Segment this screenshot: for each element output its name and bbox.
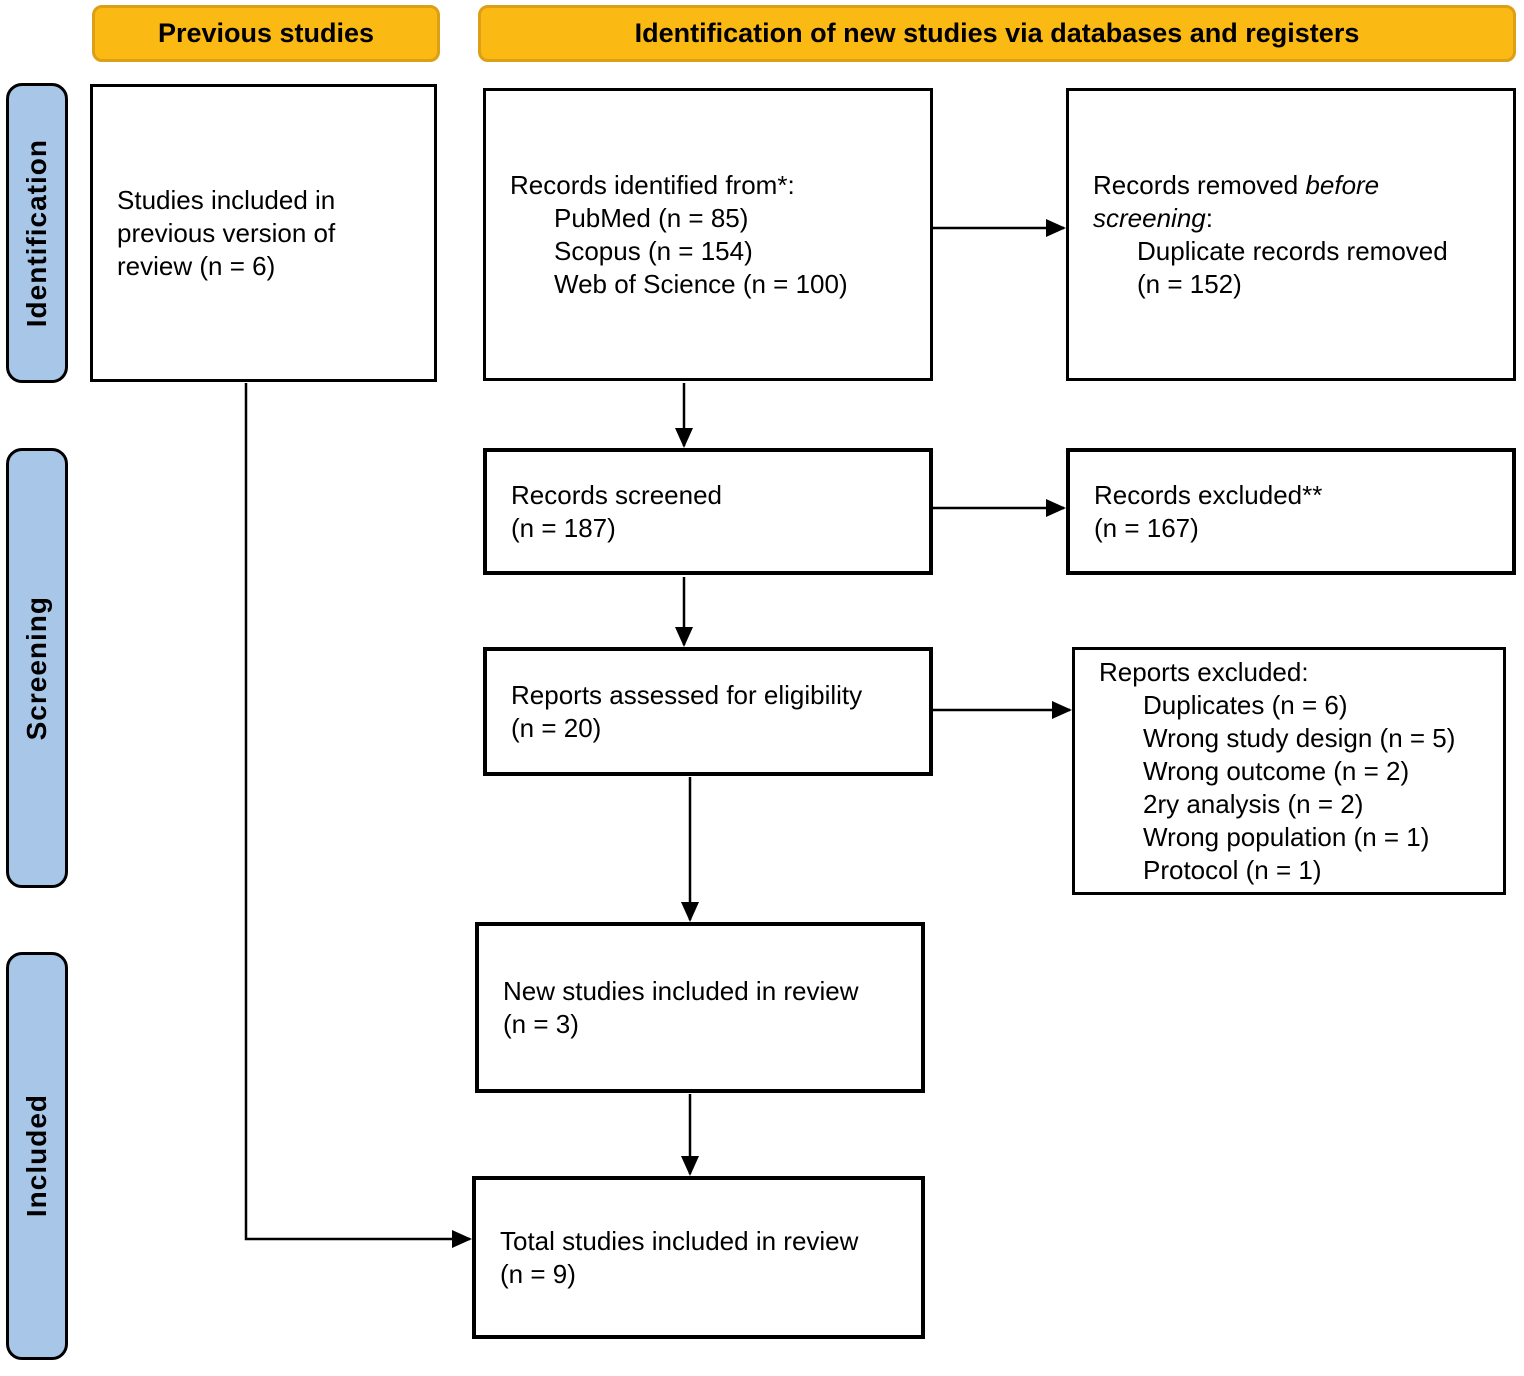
header-identification-new-studies: Identification of new studies via databa… xyxy=(478,5,1516,62)
box-text-line: Wrong outcome (n = 2) xyxy=(1143,755,1410,786)
stage-label-included: Included xyxy=(21,1094,52,1218)
box-text-line: Reports assessed for eligibility xyxy=(511,679,863,710)
box-records-excluded: Records excluded** (n = 167) xyxy=(1066,448,1516,575)
box-text-line: Scopus (n = 154) xyxy=(554,235,753,266)
box-text-line: Wrong population (n = 1) xyxy=(1143,821,1430,852)
box-text-line: Total studies included in review xyxy=(500,1225,859,1256)
box-new-studies: New studies included in review (n = 3) xyxy=(475,922,925,1093)
box-text-line: 2ry analysis (n = 2) xyxy=(1143,788,1364,819)
box-text-line: Records screened xyxy=(511,479,722,510)
box-records-screened: Records screened (n = 187) xyxy=(483,448,933,575)
stage-label-identification: Identification xyxy=(21,138,52,328)
stage-bar-identification: Identification xyxy=(6,83,68,383)
box-text-line: Duplicate records removed xyxy=(1137,235,1448,266)
box-text-line: Reports excluded: xyxy=(1099,656,1309,687)
box-text-line: screening: xyxy=(1093,202,1213,233)
box-total-studies: Total studies included in review (n = 9) xyxy=(472,1176,925,1339)
box-text-line: Records excluded** xyxy=(1094,479,1323,510)
stage-label-screening: Screening xyxy=(21,595,52,741)
box-text-line: (n = 152) xyxy=(1137,268,1242,299)
box-text-line: New studies included in review xyxy=(503,975,859,1006)
box-text-line: (n = 20) xyxy=(511,712,602,743)
box-reports-excluded: Reports excluded: Duplicates (n = 6) Wro… xyxy=(1072,647,1506,895)
stage-bar-included: Included xyxy=(6,952,68,1360)
box-text-line: Duplicates (n = 6) xyxy=(1143,689,1348,720)
box-text-line: (n = 167) xyxy=(1094,512,1199,543)
box-text-line: Web of Science (n = 100) xyxy=(554,268,848,299)
box-text-line: Protocol (n = 1) xyxy=(1143,854,1322,885)
box-text-line: review (n = 6) xyxy=(117,250,276,281)
box-text-line: (n = 9) xyxy=(500,1258,576,1289)
header-previous-studies: Previous studies xyxy=(92,5,440,62)
box-text-line: (n = 187) xyxy=(511,512,616,543)
box-reports-assessed: Reports assessed for eligibility (n = 20… xyxy=(483,647,933,776)
box-text-line: Records removed before xyxy=(1093,169,1380,200)
box-previous-studies: Studies included in previous version of … xyxy=(90,84,437,382)
box-text-line: previous version of xyxy=(117,217,336,248)
box-text-line: PubMed (n = 85) xyxy=(554,202,749,233)
box-text-line: Wrong study design (n = 5) xyxy=(1143,722,1456,753)
box-text-line: Studies included in xyxy=(117,184,336,215)
box-text-line: (n = 3) xyxy=(503,1008,579,1039)
stage-bar-screening: Screening xyxy=(6,448,68,888)
box-records-removed: Records removed before screening: Duplic… xyxy=(1066,88,1516,381)
box-records-identified: Records identified from*: PubMed (n = 85… xyxy=(483,88,933,381)
box-text-line: Records identified from*: xyxy=(510,169,795,200)
